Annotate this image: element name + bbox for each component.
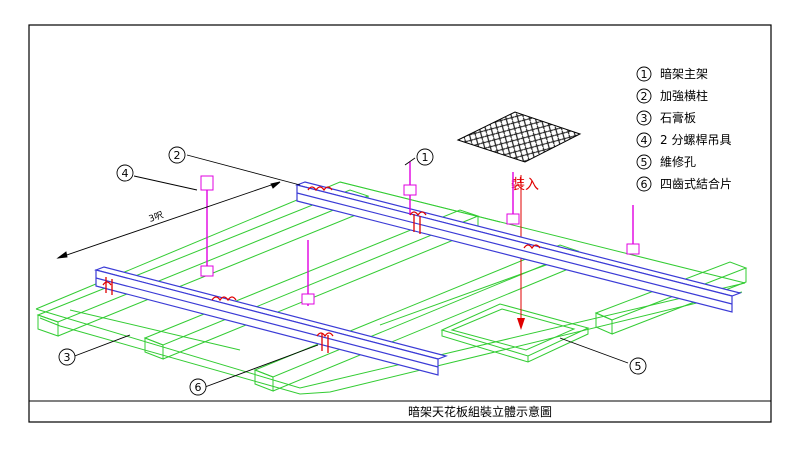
callout-number-4: 4 xyxy=(122,167,129,180)
callout-circle-1 xyxy=(416,148,434,166)
callout-circle-3 xyxy=(58,348,76,366)
legend-label-3: 石膏板 xyxy=(660,110,696,125)
legend-marker-3 xyxy=(636,110,652,126)
legend-marker-1 xyxy=(636,66,652,82)
legend-marker-2 xyxy=(636,88,652,104)
callout-circle-5 xyxy=(629,357,647,375)
legend-number-2: 2 xyxy=(641,90,648,103)
hanger-clips xyxy=(200,175,640,305)
connector-clips xyxy=(102,186,541,353)
legend-number-6: 6 xyxy=(641,178,648,191)
callout-circle-4 xyxy=(116,164,134,182)
legend-marker-4 xyxy=(636,132,652,148)
legend-number-5: 5 xyxy=(641,156,648,169)
legend: 1 暗架主架 2 加強横柱 3 石膏板 4 2 分螺桿吊具 5 維修孔 6 四齒式結合片 xyxy=(636,66,732,192)
install-label: 裝入 xyxy=(511,177,539,193)
main-beam-lower xyxy=(94,266,448,376)
legend-label-2: 加強横柱 xyxy=(660,88,708,103)
drawing-title: 暗架天花板組裝立體示意圖 xyxy=(408,404,552,419)
callout-number-5: 5 xyxy=(635,360,642,373)
callout-number-2: 2 xyxy=(174,149,181,162)
callout-number-1: 1 xyxy=(422,151,429,164)
callout-circle-2 xyxy=(168,146,186,164)
ceiling-outline xyxy=(35,181,746,395)
main-beam-upper xyxy=(295,181,742,313)
legend-number-1: 1 xyxy=(641,68,648,81)
install-arrowhead xyxy=(517,318,525,330)
dimension-label: 3呎 xyxy=(147,210,165,225)
inspection-frame xyxy=(440,303,590,363)
callout-number-3: 3 xyxy=(64,351,71,364)
drawing-frame xyxy=(28,24,772,423)
legend-label-4: 2 分螺桿吊具 xyxy=(660,132,731,147)
legend-marker-5 xyxy=(636,154,652,170)
legend-number-4: 4 xyxy=(641,134,648,147)
dimension-3ft xyxy=(56,181,281,259)
legend-label-1: 暗架主架 xyxy=(660,66,708,81)
callout-circle-6 xyxy=(189,378,207,396)
legend-marker-6 xyxy=(636,176,652,192)
legend-label-6: 四齒式結合片 xyxy=(660,176,732,191)
leader-lines xyxy=(71,154,629,388)
gypsum-board-tile xyxy=(456,111,582,163)
legend-number-3: 3 xyxy=(641,112,648,125)
callout-number-6: 6 xyxy=(195,381,202,394)
legend-label-5: 維修孔 xyxy=(660,154,696,169)
callout-markers: 1 2 3 4 5 6 xyxy=(58,146,647,396)
